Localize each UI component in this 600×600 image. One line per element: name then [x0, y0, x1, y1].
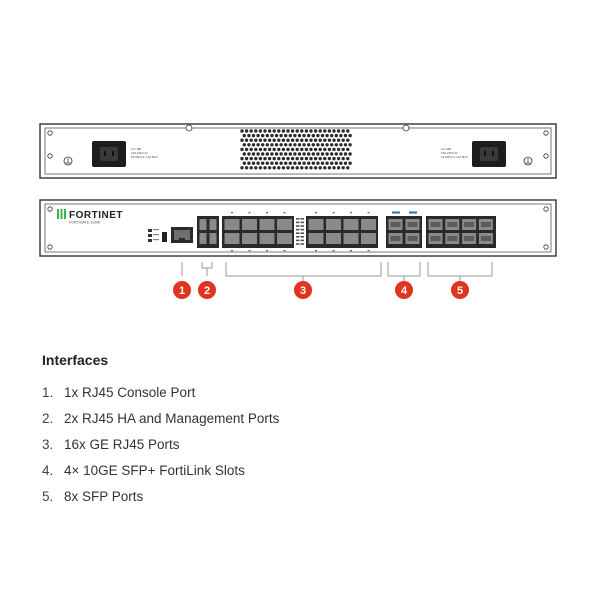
model-name: FORTIGATE 1100E [69, 221, 101, 225]
rj45-port [242, 233, 257, 244]
rear-power-label-right-1: AC LINE [441, 147, 452, 151]
sfp-plus-slots [386, 211, 422, 248]
front-panel: FORTINET FORTIGATE 1100E [39, 199, 557, 257]
interface-item-text: 4× 10GE SFP+ FortiLink Slots [64, 463, 245, 478]
rear-mount-hole-right [543, 130, 549, 136]
interface-item: 2. 2x RJ45 HA and Management Ports [42, 406, 562, 432]
interface-item: 1. 1x RJ45 Console Port [42, 380, 562, 406]
interface-item: 5. 8x SFP Ports [42, 484, 562, 510]
rear-mount-hole-left [47, 130, 53, 136]
callout-4-label: 4 [401, 285, 408, 297]
rj45-port [224, 233, 240, 244]
callout-2-label: 2 [204, 285, 210, 297]
callout-brackets [181, 262, 493, 282]
rj45-port [242, 219, 257, 230]
status-leds [148, 229, 159, 242]
rear-power-label-right-3: 50-60Hz 4-1.5A MAX [441, 155, 468, 159]
interfaces-list: 1. 1x RJ45 Console Port 2. 2x RJ45 HA and … [42, 380, 562, 510]
callout-1: 1 [173, 281, 191, 299]
rj45-port [277, 233, 292, 244]
power-inlet-left [92, 141, 126, 167]
ha-mgmt-ports [197, 216, 219, 248]
rj45-port [308, 219, 324, 230]
callout-4: 4 [395, 281, 413, 299]
interface-item: 3. 16x GE RJ45 Ports [42, 432, 562, 458]
rj45-port [361, 219, 376, 230]
usb-port [162, 232, 167, 242]
brand-name: FORTINET [69, 210, 123, 221]
interface-item-text: 2x RJ45 HA and Management Ports [64, 411, 280, 426]
ground-icon-left [63, 156, 73, 166]
callout-2: 2 [198, 281, 216, 299]
rear-power-label-right-2: 100-240V AC [441, 151, 458, 155]
interface-item-number: 5. [42, 489, 54, 504]
callout-1-label: 1 [179, 285, 185, 297]
interface-item-number: 2. [42, 411, 54, 426]
interfaces-section: Interfaces 1. 1x RJ45 Console Port 2. 2x R… [42, 352, 562, 510]
console-port [171, 227, 193, 243]
rear-power-label-left-1: AC LINE [131, 147, 142, 151]
rj45-port [326, 219, 341, 230]
interface-item-text: 8x SFP Ports [64, 489, 144, 504]
device-diagram: AC LINE 100-240V AC 50-60Hz 4-1.5A MAX A… [39, 123, 557, 299]
rj45-port [259, 233, 275, 244]
interface-item-number: 3. [42, 437, 54, 452]
rear-power-label-left-2: 100-240V AC [131, 151, 148, 155]
interface-item-number: 1. [42, 385, 54, 400]
rj45-port [224, 219, 240, 230]
interface-item-text: 1x RJ45 Console Port [64, 385, 196, 400]
rj45-port [343, 233, 359, 244]
interfaces-title: Interfaces [42, 352, 109, 368]
fan-vent [240, 129, 352, 170]
callout-3-label: 3 [300, 285, 306, 297]
callout-5: 5 [451, 281, 469, 299]
rj45-port [259, 219, 275, 230]
rj45-port [361, 233, 376, 244]
callout-3: 3 [294, 281, 312, 299]
rj45-port [326, 233, 341, 244]
ground-icon-right [523, 156, 533, 166]
interface-item: 4. 4× 10GE SFP+ FortiLink Slots [42, 458, 562, 484]
interface-item-number: 4. [42, 463, 54, 478]
rear-panel: AC LINE 100-240V AC 50-60Hz 4-1.5A MAX A… [39, 123, 557, 179]
rj45-port [308, 233, 324, 244]
rj45-port [343, 219, 359, 230]
interface-item-text: 16x GE RJ45 Ports [64, 437, 180, 452]
power-inlet-right [472, 141, 506, 167]
sfp-slots [426, 216, 496, 248]
callout-5-label: 5 [457, 285, 463, 297]
rj45-port [277, 219, 292, 230]
fortinet-logo: FORTINET FORTIGATE 1100E [57, 209, 123, 225]
rj45-block-9-16 [306, 212, 378, 252]
rear-power-label-left-3: 50-60Hz 4-1.5A MAX [131, 155, 158, 159]
rj45-block-1-8 [222, 212, 304, 252]
